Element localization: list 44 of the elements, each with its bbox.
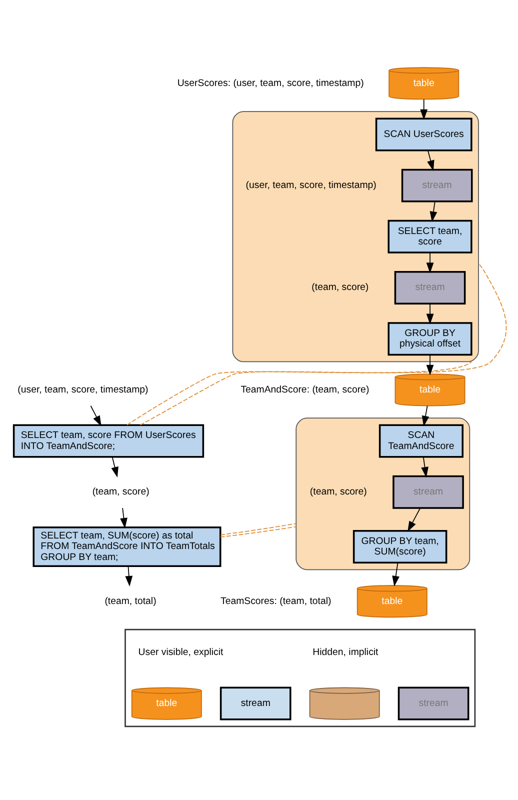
arrow [420,98,428,120]
legend-label: User visible, explicit [138,646,224,658]
connector [126,360,472,425]
arrow [430,200,438,222]
node-label: TeamAndScore: (team, score) [240,384,370,395]
connector [220,522,297,535]
node-label: TeamScores: (team, total) [220,595,332,606]
arrow [90,404,102,426]
node-text: (team, score) [92,486,150,498]
connector [140,262,507,425]
node-box: stream [220,686,292,720]
arrow [421,456,428,478]
arrow [426,252,434,273]
node-box: SELECT team, SUM(score) as total FROM TeamAndScore INTO TeamTotals GROUP BY team; [32,526,222,566]
cluster [296,417,470,570]
node-text: (user, team, score, timestamp) [18,384,148,395]
node-box: stream [394,270,466,304]
arrow [408,507,421,532]
legend-label: Hidden, implicit [312,646,378,658]
arrow [426,302,434,324]
node-box: SELECT team, score [388,219,472,253]
node-box: stream [401,168,473,202]
node-box: GROUP BY physical offset [388,322,472,356]
node-label: (user, team, score, timestamp) [246,180,376,191]
node-box: SCAN UserScores [375,117,472,151]
node-label: (team, score) [310,486,367,498]
node-box: GROUP BY team, SUM(score) [352,530,448,563]
arrow [392,562,400,586]
node-box: stream [392,474,464,508]
arrow [111,456,118,478]
node-label: UserScores: (user, team, score, timestamp) [177,77,364,88]
arrow [426,354,434,375]
arrow [125,565,133,586]
cluster [232,110,479,362]
node-box: stream [398,686,470,720]
cluster [124,628,476,727]
connector [220,526,297,538]
node-label: (team, score) [312,282,369,293]
node-box: SELECT team, score FROM UserScores INTO TeamAndScore; [12,424,204,458]
node-text: (team, total) [104,595,156,606]
arrow [427,149,434,170]
arrow [422,404,430,426]
arrow [120,507,128,528]
node-box: SCAN TeamAndScore [378,424,464,458]
